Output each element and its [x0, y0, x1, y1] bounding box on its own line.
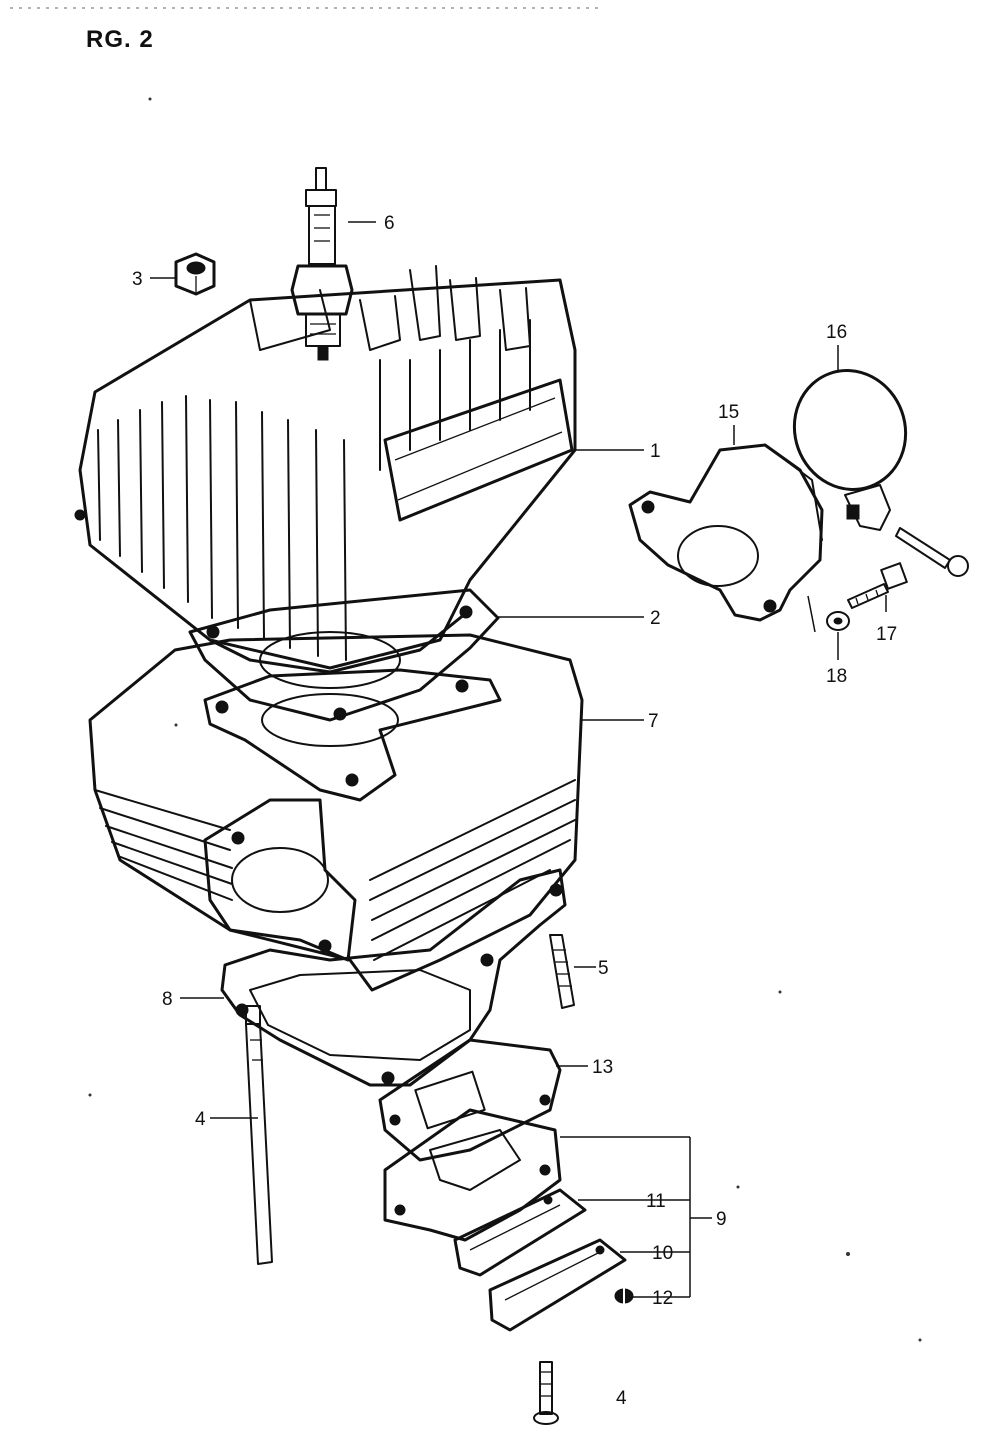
callout-7: 7 [648, 711, 659, 732]
callout-4-upper: 4 [195, 1109, 206, 1130]
callout-16: 16 [826, 322, 847, 343]
callout-labels: 6 3 1 2 7 8 5 4 13 9 11 10 12 4 15 16 17… [132, 213, 897, 1409]
base-gasket [220, 868, 567, 1087]
callout-8: 8 [162, 989, 173, 1010]
cap-nut [174, 252, 216, 296]
scan-dots [88, 97, 922, 1342]
callout-2: 2 [650, 608, 661, 629]
clamp-screw [847, 562, 908, 609]
reed-valve-assembly [383, 1108, 562, 1242]
clamp-band [792, 369, 908, 531]
callout-17: 17 [876, 624, 897, 645]
washer [826, 611, 850, 631]
callout-18: 18 [826, 666, 847, 687]
reed-gasket [378, 1038, 562, 1162]
callout-10: 10 [652, 1243, 673, 1264]
head-gasket [188, 588, 500, 722]
callout-3: 3 [132, 269, 143, 290]
cylinder-block [88, 633, 584, 992]
lower-bolt [533, 1361, 559, 1425]
callout-12: 12 [652, 1288, 673, 1309]
long-stud [245, 1005, 273, 1265]
reed-stopper [488, 1238, 627, 1332]
spark-plug [290, 167, 354, 361]
cylinder-head [74, 265, 577, 674]
callout-13: 13 [592, 1057, 613, 1078]
callout-15: 15 [718, 402, 739, 423]
callout-1: 1 [650, 441, 661, 462]
clamp-bolt [895, 527, 969, 577]
leader-lines [150, 221, 887, 1298]
reed-screw [614, 1288, 634, 1304]
callout-4-lower: 4 [616, 1388, 627, 1409]
intake-pipe [628, 443, 824, 622]
callout-5: 5 [598, 958, 609, 979]
stud-bolt [549, 934, 575, 1009]
callout-11: 11 [646, 1191, 666, 1212]
callout-9: 9 [716, 1209, 727, 1230]
reed-petal [453, 1188, 587, 1277]
callout-6: 6 [384, 213, 395, 234]
figure-title: RG. 2 [86, 26, 154, 53]
